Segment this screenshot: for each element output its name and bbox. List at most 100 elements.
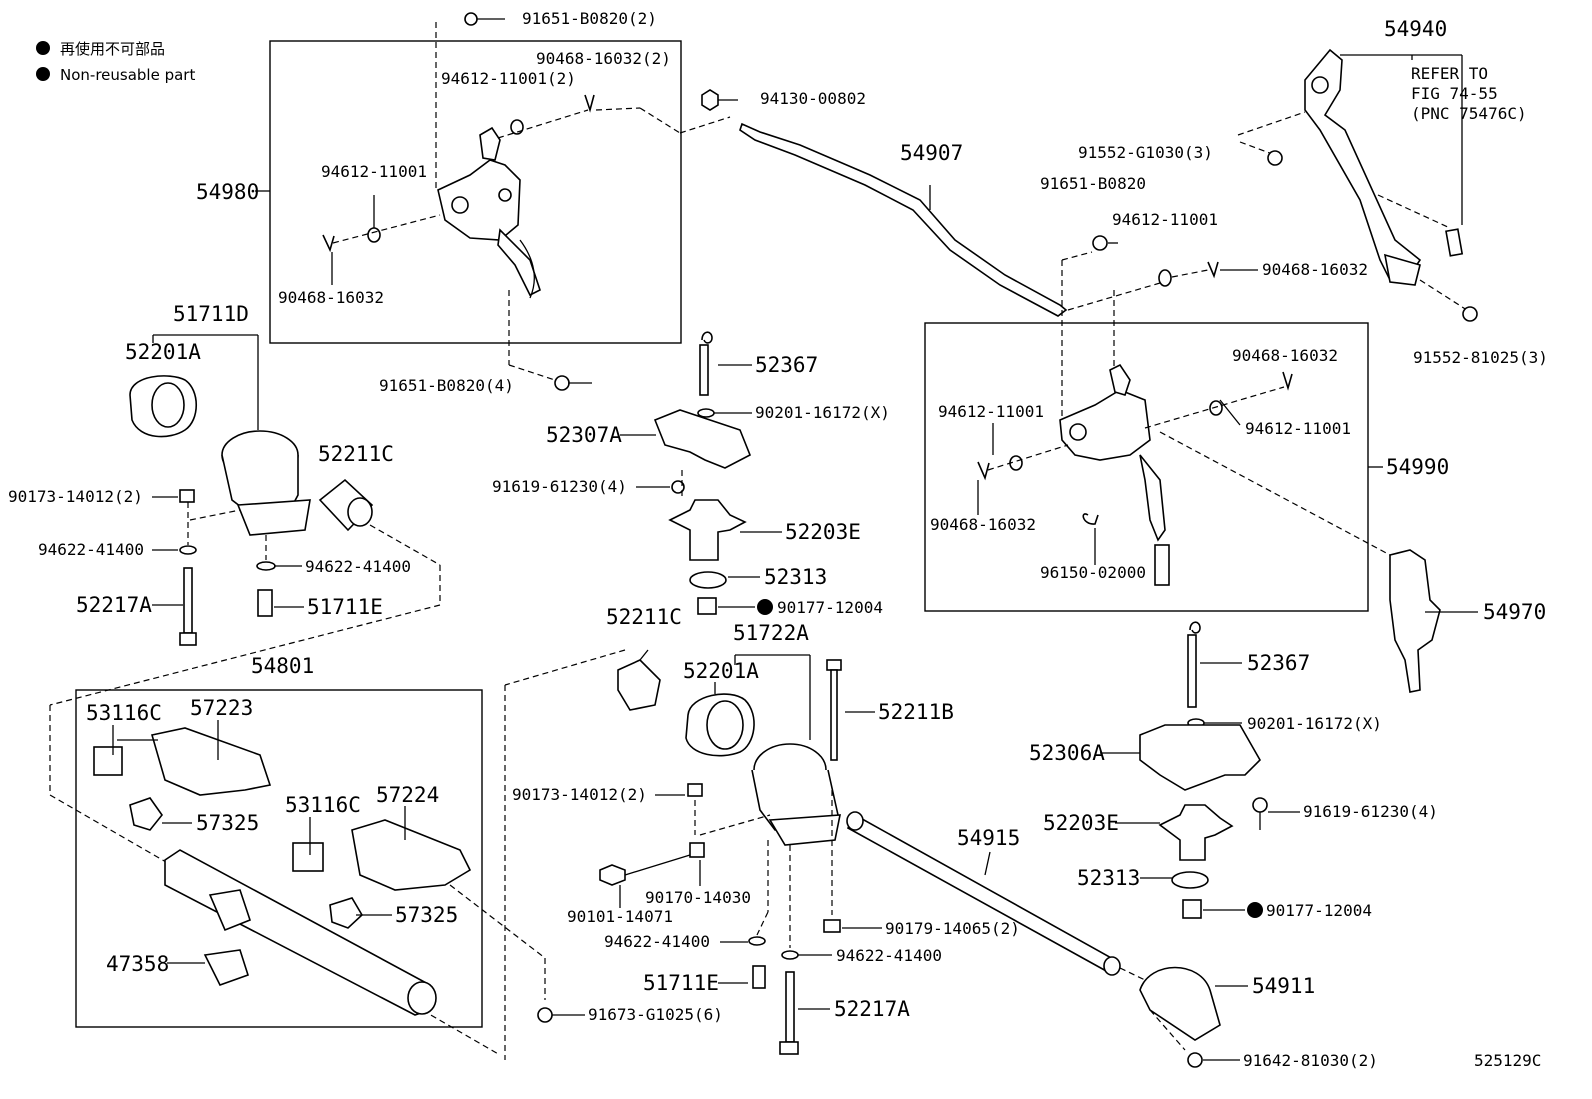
shift-bracket (1389, 549, 1441, 693)
label-52367-b: 52367 (1247, 651, 1310, 675)
shift-lever-bracket-upper (437, 126, 541, 299)
label-54915: 54915 (957, 826, 1020, 850)
label-90177-12004-b: 90177-12004 (1266, 901, 1372, 920)
bolt-icon (1187, 1052, 1203, 1068)
label-90179-14065-2: 90179-14065(2) (885, 919, 1020, 938)
label-52217a-a: 52217A (76, 593, 152, 617)
label-90170-14030: 90170-14030 (645, 888, 751, 907)
label-91642-81030-2: 91642-81030(2) (1243, 1051, 1378, 1070)
label-53116c-a: 53116C (86, 701, 162, 725)
label-90468-16032-2: 90468-16032(2) (536, 49, 671, 68)
label-94612-11001-c: 94612-11001 (938, 402, 1044, 421)
label-91651-b0820: 91651-B0820 (1040, 174, 1146, 193)
label-57224: 57224 (376, 783, 439, 807)
label-90173-14012-2-a: 90173-14012(2) (8, 487, 143, 506)
nut-icon (689, 842, 705, 858)
leader-lines (152, 242, 1478, 1061)
refer-note-line1: REFER TO (1411, 64, 1488, 83)
non-reusable-marker-icon (36, 67, 50, 81)
torque-rod (846, 811, 1121, 976)
label-90201-16172-b: 90201-16172(X) (1247, 714, 1382, 733)
label-94612-11001-a: 94612-11001 (321, 162, 427, 181)
label-91619-61230-4-b: 91619-61230(4) (1303, 802, 1438, 821)
bolt-icon (1462, 306, 1478, 322)
label-52217a-b: 52217A (834, 997, 910, 1021)
engine-mount-right (1139, 621, 1261, 919)
cotter-pin-icon (977, 461, 990, 481)
label-52203e-b: 52203E (1043, 811, 1119, 835)
label-91651-b0820-2: 91651-B0820(2) (522, 9, 657, 28)
bolt-icon (554, 375, 570, 391)
label-54970: 54970 (1483, 600, 1546, 624)
label-94612-11001-d: 94612-11001 (1245, 419, 1351, 438)
label-90468-16032-d: 90468-16032 (930, 515, 1036, 534)
label-54940: 54940 (1384, 17, 1447, 41)
legend-japanese: 再使用不可部品 (60, 40, 165, 58)
label-91673-g1025-6: 91673-G1025(6) (588, 1005, 723, 1024)
bolt-icon (1267, 150, 1283, 166)
label-54911: 54911 (1252, 974, 1315, 998)
bolt-icon (752, 965, 766, 989)
label-94130-00802: 94130-00802 (760, 89, 866, 108)
label-52211c-a: 52211C (318, 442, 394, 466)
nut-icon (687, 783, 703, 797)
washer-icon (179, 545, 197, 555)
bolt-icon (537, 1007, 553, 1023)
label-53116c-b: 53116C (285, 793, 361, 817)
label-47358: 47358 (106, 952, 169, 976)
label-94622-41400-c: 94622-41400 (604, 932, 710, 951)
label-51722a: 51722A (733, 621, 809, 645)
label-57325-b: 57325 (395, 903, 458, 927)
legend: 再使用不可部品 Non-reusable part (36, 40, 195, 84)
bolt-icon (1092, 235, 1108, 251)
label-51711e-b: 51711E (643, 971, 719, 995)
label-94622-41400-b: 94622-41400 (305, 557, 411, 576)
label-54801: 54801 (251, 654, 314, 678)
label-90101-14071: 90101-14071 (567, 907, 673, 926)
diagram-id-code: 525129C (1474, 1051, 1541, 1070)
shift-rod (701, 89, 1068, 317)
label-57223: 57223 (190, 696, 253, 720)
bolt-icon (1252, 797, 1268, 813)
label-52313-b: 52313 (1077, 866, 1140, 890)
assembly-box-54980 (269, 40, 682, 344)
cotter-pin-icon (322, 234, 335, 253)
cotter-pin-icon (584, 94, 595, 113)
label-52306a: 52306A (1029, 741, 1105, 765)
washer-icon (748, 936, 766, 946)
label-52211c-b: 52211C (606, 605, 682, 629)
crossmember-assembly (93, 727, 472, 1016)
label-54980: 54980 (196, 180, 259, 204)
label-52211b: 52211B (878, 700, 954, 724)
non-reusable-marker-icon (1247, 902, 1263, 918)
shift-lever-bracket-lower (1059, 363, 1170, 586)
label-94612-11001-2: 94612-11001(2) (441, 69, 576, 88)
label-90468-16032-c: 90468-16032 (1232, 346, 1338, 365)
label-94612-11001-b: 94612-11001 (1112, 210, 1218, 229)
label-94622-41400-a: 94622-41400 (38, 540, 144, 559)
label-54907: 54907 (900, 141, 963, 165)
washer-icon (256, 561, 276, 571)
label-52307a: 52307A (546, 423, 622, 447)
label-52201a-a: 52201A (125, 340, 201, 364)
legend-english: Non-reusable part (60, 66, 195, 84)
label-57325-a: 57325 (196, 811, 259, 835)
washer-icon (781, 950, 799, 960)
label-51711d: 51711D (173, 302, 249, 326)
non-reusable-marker-icon (757, 599, 773, 615)
label-90468-16032-a: 90468-16032 (278, 288, 384, 307)
label-51711e-a: 51711E (307, 595, 383, 619)
engine-mount-upper-center (653, 331, 752, 615)
nut-icon (823, 919, 841, 933)
bolt-icon (599, 864, 626, 886)
label-52367-a: 52367 (755, 353, 818, 377)
label-52203e-a: 52203E (785, 520, 861, 544)
label-91552-81025-3: 91552-81025(3) (1413, 348, 1548, 367)
label-90201-16172-a: 90201-16172(X) (755, 403, 890, 422)
washer-icon (1158, 269, 1172, 287)
label-90468-16032-b: 90468-16032 (1262, 260, 1368, 279)
assembly-box-54801 (75, 689, 483, 1028)
rod-bracket (1139, 966, 1221, 1041)
